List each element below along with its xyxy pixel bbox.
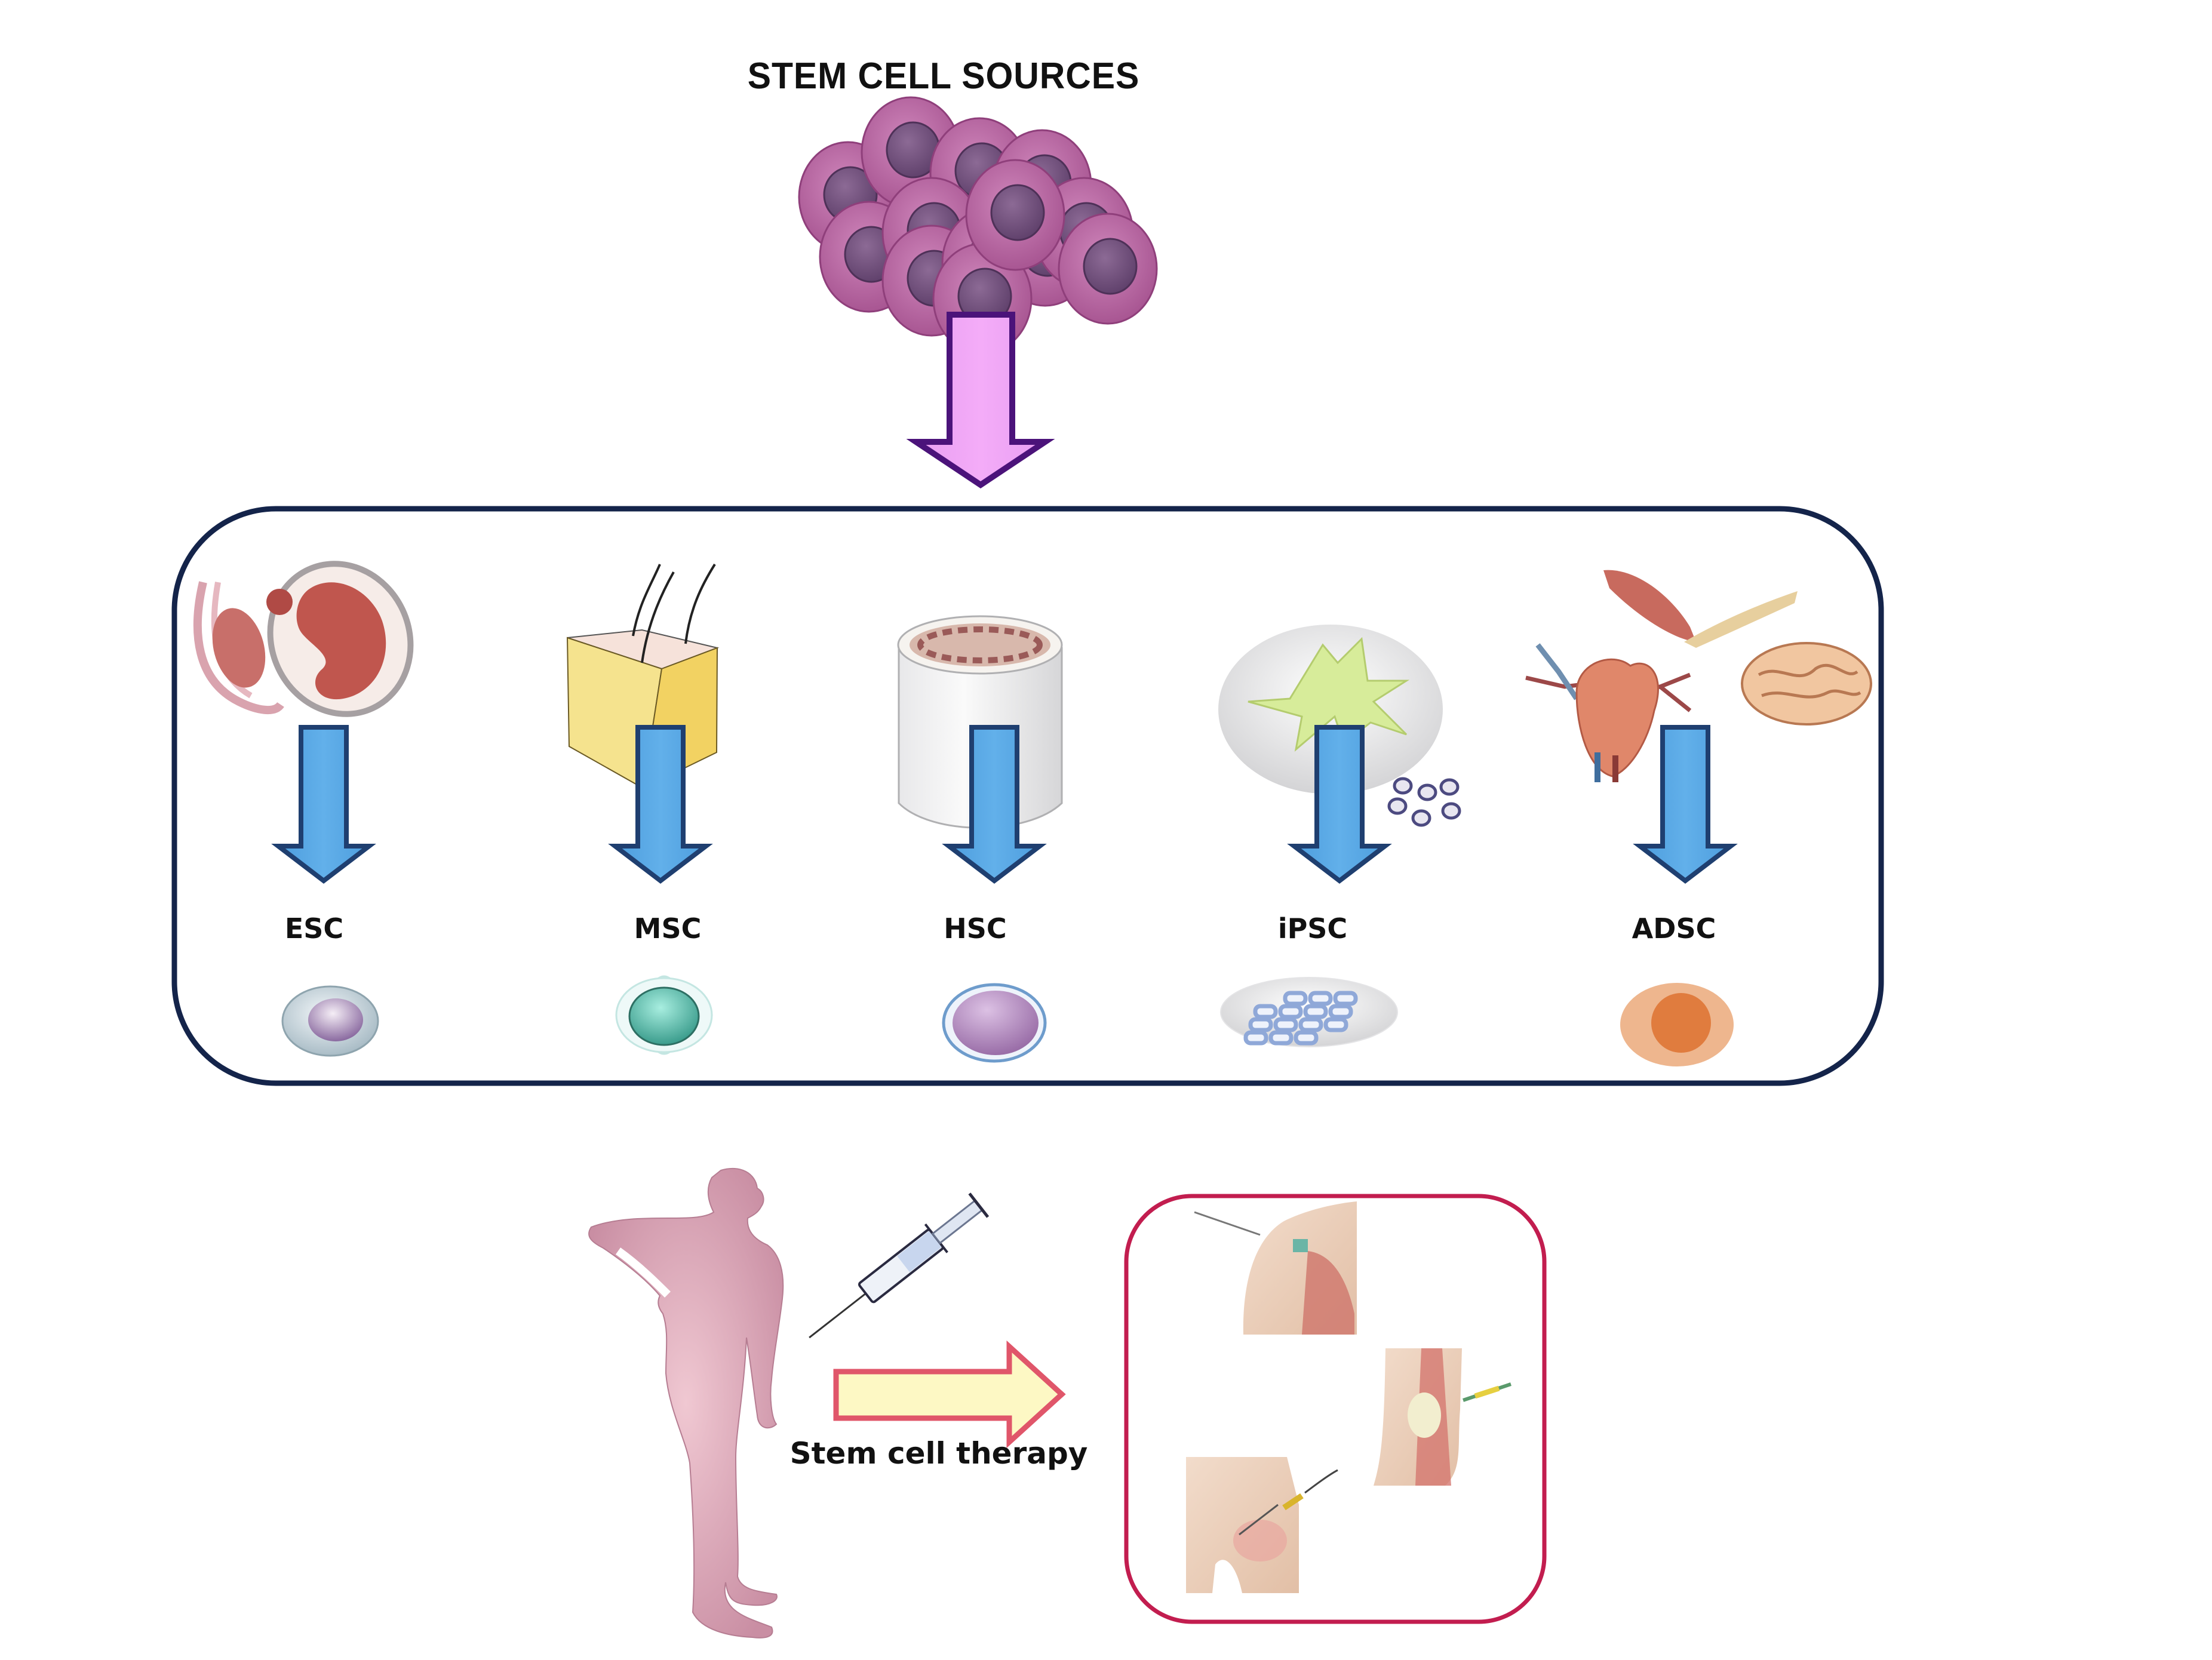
colony-cell — [1323, 1017, 1348, 1032]
colony-cell — [1298, 1017, 1323, 1032]
colony-cell — [1253, 1004, 1278, 1019]
colony-cell — [1283, 991, 1308, 1006]
knee-injection-icon — [1374, 1348, 1511, 1486]
stem-cell-sources-box — [171, 506, 1884, 1086]
cluster-cell — [965, 159, 1065, 271]
embryo-icon — [193, 561, 414, 717]
embryonic-stem-cell-icon — [281, 985, 379, 1057]
adipose-derived-stem-cell-icon — [1620, 983, 1734, 1066]
colony-cell — [1328, 1004, 1353, 1019]
therapy-targets-box — [1124, 1194, 1547, 1624]
cluster-cell — [1058, 213, 1158, 325]
small-cell — [1441, 802, 1461, 820]
small-cell — [1393, 777, 1413, 795]
stem-cell-cluster-icon — [798, 96, 1158, 355]
colony-cell — [1248, 1017, 1273, 1032]
down-arrow-msc — [608, 725, 713, 884]
therapy-right-arrow — [833, 1340, 1066, 1449]
mesenchymal-stem-cell-icon — [615, 975, 713, 1055]
main-down-arrow — [906, 312, 1055, 489]
heart-icon — [1525, 643, 1692, 782]
colony-cell — [1308, 991, 1333, 1006]
shoulder-injection-icon — [1194, 1201, 1357, 1335]
colony-cell — [1268, 1030, 1294, 1046]
syringe-icon — [809, 1192, 990, 1339]
therapy-label: Stem cell therapy — [789, 1436, 1088, 1471]
down-arrow-ipsc — [1287, 725, 1392, 884]
colony-cell — [1303, 1004, 1328, 1019]
small-cell — [1411, 809, 1431, 827]
petri-dish-fibroblast-icon — [1218, 625, 1443, 794]
colony-cell — [1333, 991, 1358, 1006]
hematopoietic-stem-cell-icon — [942, 983, 1047, 1063]
colony-cell — [1278, 1004, 1303, 1019]
label-hsc: HSC — [944, 912, 1007, 945]
small-cell — [1417, 783, 1437, 801]
label-adsc: ADSC — [1632, 912, 1716, 945]
small-cell — [1439, 778, 1460, 796]
hip-injection-icon — [1186, 1457, 1338, 1593]
patient-back-pain-icon — [588, 1167, 784, 1639]
down-arrow-adsc — [1633, 725, 1738, 884]
down-arrow-hsc — [942, 725, 1047, 884]
label-ipsc: iPSC — [1277, 912, 1348, 945]
colony-cell — [1294, 1030, 1319, 1046]
down-arrow-esc — [271, 725, 376, 884]
small-cell — [1387, 797, 1408, 815]
organs-heart-brain-muscle-icon — [1525, 570, 1872, 782]
brain-icon — [1741, 642, 1872, 726]
colony-cell — [1243, 1030, 1268, 1046]
induced-pluripotent-colony-icon — [1220, 977, 1398, 1047]
colony-cell — [1273, 1017, 1298, 1032]
label-esc: ESC — [284, 912, 344, 945]
label-msc: MSC — [634, 912, 702, 945]
reprogrammed-cells-icon — [1387, 777, 1461, 827]
page-title: STEM CELL SOURCES — [747, 56, 1140, 97]
